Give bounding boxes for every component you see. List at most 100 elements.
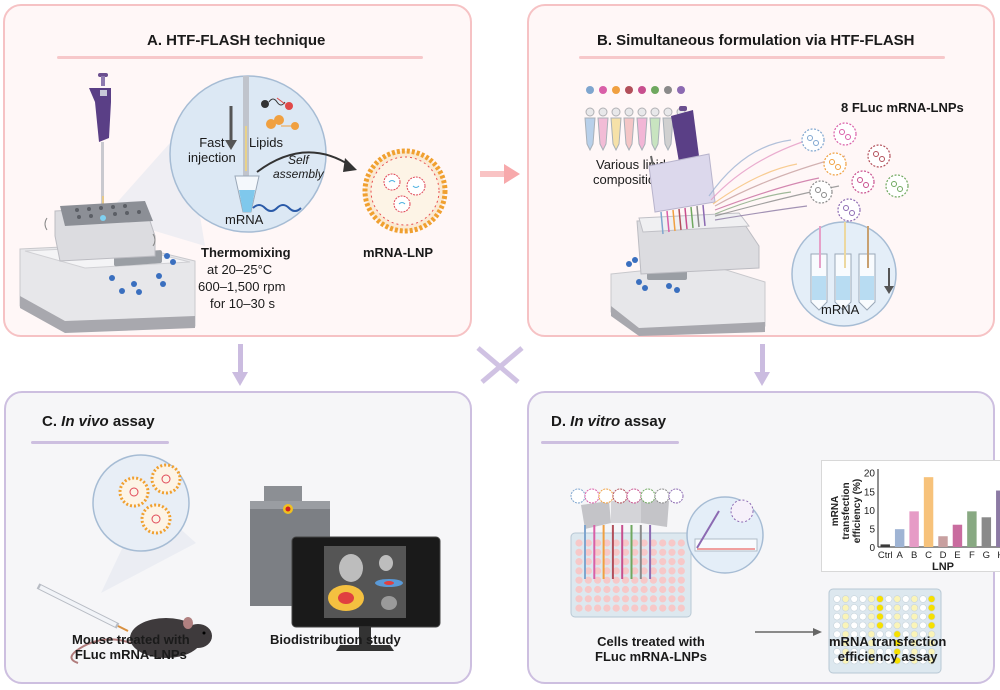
plate-well xyxy=(575,585,583,594)
readout-well xyxy=(910,630,919,638)
plate-well xyxy=(631,558,639,566)
fast-injection-label: Fast injection xyxy=(188,135,236,166)
lipid-blob xyxy=(651,86,659,94)
arrow-a-to-c xyxy=(232,344,248,386)
plate-well xyxy=(640,604,648,612)
biodistribution-label: Biodistribution study xyxy=(270,632,401,647)
readout-well xyxy=(876,630,884,638)
lipid-tube xyxy=(584,117,596,152)
lnp-core xyxy=(835,164,841,170)
y-tick-label: 20 xyxy=(864,469,876,480)
readout-well xyxy=(867,630,876,638)
readout-well xyxy=(850,656,858,665)
lnp-core xyxy=(897,186,903,192)
readout-well xyxy=(919,612,927,621)
transfection-assay-line1: mRNA transfection xyxy=(829,634,947,649)
lnp-particle xyxy=(584,488,600,504)
readout-well xyxy=(859,612,867,621)
readout-well xyxy=(833,656,841,665)
x-tick-label: A xyxy=(896,550,903,561)
plate-well xyxy=(612,539,620,547)
lipid-tube xyxy=(610,117,622,152)
panel-d-title-suffix: assay xyxy=(624,413,667,430)
plate-well xyxy=(594,604,602,612)
readout-well xyxy=(884,630,893,638)
bar-g xyxy=(981,517,992,547)
lnp-icons xyxy=(118,463,182,535)
x-tick-label: Ctrl xyxy=(878,550,893,561)
lnp-particle xyxy=(612,488,628,504)
plate-well xyxy=(631,567,639,575)
readout-well xyxy=(884,656,893,665)
plate-well xyxy=(668,576,676,584)
panel-a-title: A. HTF-FLASH technique xyxy=(147,32,326,49)
readout-well xyxy=(841,630,850,638)
readout-well xyxy=(841,604,850,612)
plate-well xyxy=(659,595,667,603)
multichannel-thermomixer-illustration xyxy=(610,106,897,336)
plate-well xyxy=(659,548,667,556)
self-assembly-line1: Self xyxy=(288,153,309,167)
plate-well xyxy=(612,548,620,556)
plate-well xyxy=(631,595,639,603)
plate-well xyxy=(603,576,611,584)
bar-a xyxy=(894,529,905,547)
panel-c-title-italic: In vivo xyxy=(61,413,109,430)
readout-well xyxy=(927,648,936,656)
time-label: for 10–30 s xyxy=(210,296,276,311)
tube-cap xyxy=(598,107,608,117)
readout-well xyxy=(919,648,927,656)
readout-well xyxy=(833,621,841,630)
plate-well xyxy=(621,558,630,566)
plate-well xyxy=(594,548,602,556)
plate-well xyxy=(640,558,648,566)
plate-well xyxy=(640,567,648,575)
readout-well xyxy=(927,595,936,603)
cross-arrows xyxy=(476,346,524,384)
bar-e xyxy=(952,524,963,547)
readout-well xyxy=(902,630,910,638)
readout-well xyxy=(927,656,936,665)
readout-well xyxy=(850,648,858,656)
x-tick-label: G xyxy=(983,550,990,561)
plate-well xyxy=(612,558,620,566)
plate-well xyxy=(640,595,648,603)
plate-well xyxy=(594,585,602,594)
bar-ctrl xyxy=(880,544,890,547)
plate-well xyxy=(575,567,583,575)
panel-d-in-vitro-assay: D. In vitro assay 05101520CtrlABCDEFGHLN… xyxy=(527,391,1000,684)
pipette-icon xyxy=(89,73,111,208)
lnp-core xyxy=(873,151,879,157)
lnp-particle xyxy=(570,488,586,504)
lnp-particle xyxy=(833,122,857,146)
in-vitro-illustration xyxy=(570,496,942,674)
lnp-core xyxy=(879,156,885,162)
lnp-particle xyxy=(809,180,833,204)
lipid-blob xyxy=(625,86,633,94)
bar-h xyxy=(996,490,1000,547)
panel-c-title-rule xyxy=(31,441,169,444)
plate-well xyxy=(659,539,667,547)
tube-cap xyxy=(663,107,673,117)
x-tick-label: E xyxy=(954,550,960,561)
readout-well xyxy=(902,621,910,630)
transfection-bar-chart: 05101520CtrlABCDEFGHLNPmRNAtransfectione… xyxy=(830,469,1000,573)
plate-well xyxy=(668,585,676,594)
readout-well xyxy=(850,621,858,630)
readout-well xyxy=(859,630,867,638)
plate-well xyxy=(659,567,667,575)
various-lipid-line1: Various lipid xyxy=(596,157,666,172)
readout-well xyxy=(859,639,867,647)
plate-well xyxy=(612,567,620,575)
readout-well xyxy=(833,630,841,638)
self-assembly-line2: assembly xyxy=(273,166,324,181)
readout-well xyxy=(893,639,901,647)
readout-well xyxy=(841,621,850,630)
readout-well xyxy=(893,595,901,603)
panel-c-in-vivo-assay: C. In vivo assay xyxy=(4,391,472,684)
rpm-label: 600–1,500 rpm xyxy=(198,279,286,294)
readout-well xyxy=(884,639,893,647)
bar-b xyxy=(909,511,919,547)
readout-well xyxy=(902,639,910,647)
